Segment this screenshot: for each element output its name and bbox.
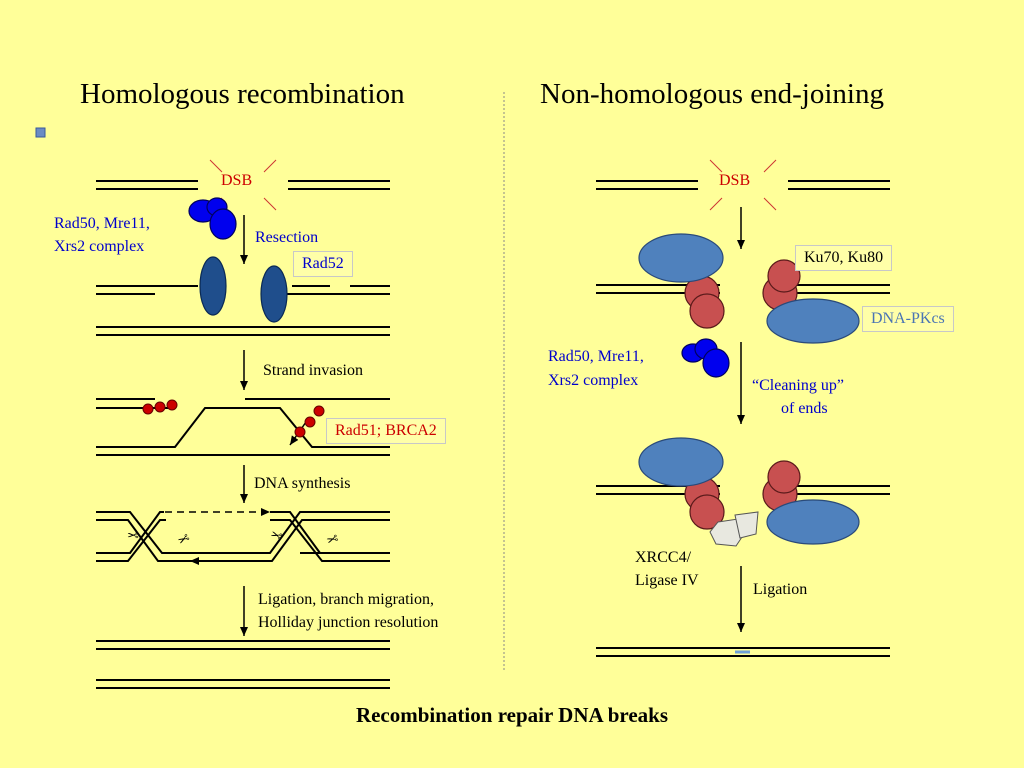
nhej-mrn-complex-shape [681, 338, 730, 378]
hr-resection-label: Resection [255, 229, 319, 246]
hr-strand-invasion-label: Strand invasion [263, 362, 363, 379]
nhej-step3-strands [596, 485, 890, 495]
hr-synthesis-dashed [165, 508, 270, 565]
hr-ligation-label-line1: Ligation, branch migration, [258, 591, 434, 608]
hr-rad51-beads [142, 399, 325, 438]
hr-step4-holliday [96, 511, 390, 562]
hr-rad51-label: Rad51; BRCA2 [326, 418, 446, 445]
hr-mrn-label-line2: Xrs2 complex [54, 238, 145, 255]
nhej-pkcs-shapes-3 [638, 437, 860, 545]
nhej-step1-dsb [596, 180, 890, 190]
nhej-step4-product [596, 647, 890, 657]
nhej-ku-shapes-2 [684, 259, 801, 329]
nhej-ligase-shapes [709, 511, 759, 547]
nhej-xrcc4-label-line2: Ligase IV [635, 572, 699, 589]
left-panel-title: Homologous recombination [80, 78, 405, 110]
nhej-cleaning-label-line2: of ends [781, 400, 828, 417]
hr-step3-invasion [96, 398, 390, 456]
scissors-icon: ✂ [127, 526, 139, 543]
nhej-step2-strands [596, 284, 890, 294]
hr-dna-synthesis-label: DNA synthesis [254, 475, 351, 492]
bullet-square-icon [35, 127, 46, 138]
right-panel-title: Non-homologous end-joining [540, 78, 884, 110]
nhej-pkcs-shapes-2 [638, 233, 860, 344]
nhej-dsb-label: DSB [719, 172, 751, 189]
hr-rad52-shapes [199, 256, 288, 323]
hr-rad52-label: Rad52 [293, 251, 353, 278]
nhej-ligation-label: Ligation [753, 581, 808, 598]
nhej-dnapkcs-label: DNA-PKcs [862, 306, 954, 333]
hr-step2-resected [96, 285, 390, 336]
nhej-xrcc4-label-line1: XRCC4/ [635, 549, 692, 566]
hr-mrn-label-line1: Rad50, Mre11, [54, 215, 150, 232]
nhej-mrn-label-line1: Rad50, Mre11, [548, 348, 644, 365]
hr-dsb-label: DSB [221, 172, 253, 189]
hr-mrn-complex-shape [188, 197, 237, 240]
hr-ligation-label-line2: Holliday junction resolution [258, 614, 439, 631]
hr-step1-dsb [96, 180, 390, 190]
nhej-dsb-starburst-icon [709, 159, 777, 211]
nhej-cleaning-label-line1: “Cleaning up” [752, 377, 844, 394]
slide-caption: Recombination repair DNA breaks [355, 703, 669, 727]
nhej-mrn-label-line2: Xrs2 complex [548, 372, 639, 389]
nhej-ku-label: Ku70, Ku80 [795, 245, 893, 272]
hr-step5-products [96, 640, 390, 689]
